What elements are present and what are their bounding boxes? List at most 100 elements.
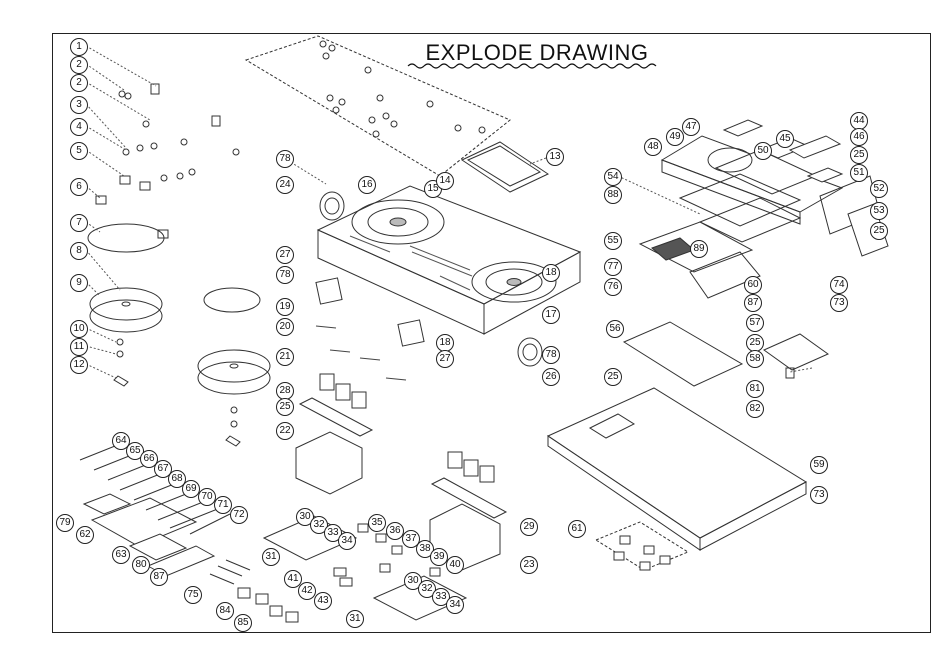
part-callout: 24 [276, 176, 294, 194]
left-platter-disc [87, 223, 165, 253]
part-callout: 80 [132, 556, 150, 574]
part-callout: 74 [830, 276, 848, 294]
part-callout: 88 [604, 186, 622, 204]
part-callout: 70 [198, 488, 216, 506]
part-callout: 5 [70, 142, 88, 160]
part-callout: 87 [150, 568, 168, 586]
part-callout: 34 [338, 532, 356, 550]
part-callout: 60 [744, 276, 762, 294]
part-callout: 82 [746, 400, 764, 418]
part-callout: 11 [70, 338, 88, 356]
part-callout: 51 [850, 164, 868, 182]
shield-tray [622, 321, 744, 387]
part-callout: 42 [298, 582, 316, 600]
part-callout: 47 [682, 118, 700, 136]
part-callout: 68 [168, 470, 186, 488]
part-callout: 12 [70, 356, 88, 374]
drawing-border [52, 33, 931, 633]
part-callout: 61 [568, 520, 586, 538]
part-callout: 54 [604, 168, 622, 186]
part-callout: 31 [346, 610, 364, 628]
part-callout: 25 [870, 222, 888, 240]
part-callout: 25 [850, 146, 868, 164]
part-callout: 7 [70, 214, 88, 232]
part-callout: 25 [604, 368, 622, 386]
part-callout: 69 [182, 480, 200, 498]
part-callout: 49 [666, 128, 684, 146]
part-callout: 41 [284, 570, 302, 588]
part-callout: 8 [70, 242, 88, 260]
part-callout: 36 [386, 522, 404, 540]
part-callout: 78 [542, 346, 560, 364]
left-jog-well [351, 199, 445, 245]
part-callout: 19 [276, 298, 294, 316]
part-callout: 57 [746, 314, 764, 332]
part-callout: 73 [830, 294, 848, 312]
part-callout: 16 [358, 176, 376, 194]
part-callout: 25 [276, 398, 294, 416]
right-jog-wheel [197, 349, 271, 383]
part-callout: 35 [368, 514, 386, 532]
right-speaker [517, 337, 543, 367]
bottom-housing [546, 387, 808, 539]
part-callout: 71 [214, 496, 232, 514]
part-callout: 37 [402, 530, 420, 548]
part-callout: 2 [70, 56, 88, 74]
part-callout: 27 [436, 350, 454, 368]
side-panel-left [295, 431, 363, 495]
part-callout: 6 [70, 178, 88, 196]
part-callout: 14 [436, 172, 454, 190]
part-callout: 76 [604, 278, 622, 296]
part-callout: 39 [430, 548, 448, 566]
part-callout: 44 [850, 112, 868, 130]
part-callout: 85 [234, 614, 252, 632]
part-callout: 87 [744, 294, 762, 312]
part-callout: 78 [276, 150, 294, 168]
lcd-display [460, 141, 550, 193]
part-callout: 81 [746, 380, 764, 398]
part-callout: 27 [276, 246, 294, 264]
part-callout: 45 [776, 130, 794, 148]
part-callout: 58 [746, 350, 764, 368]
part-callout: 26 [542, 368, 560, 386]
part-callout: 34 [446, 596, 464, 614]
part-callout: 79 [56, 514, 74, 532]
part-callout: 77 [604, 258, 622, 276]
right-jog-well [471, 261, 557, 303]
part-callout: 13 [546, 148, 564, 166]
part-callout: 67 [154, 460, 172, 478]
part-callout: 40 [446, 556, 464, 574]
part-callout: 55 [604, 232, 622, 250]
part-callout: 64 [112, 432, 130, 450]
drawing-title: EXPLODE DRAWING [425, 40, 649, 65]
part-callout: 29 [520, 518, 538, 536]
part-callout: 53 [870, 202, 888, 220]
part-callout: 78 [276, 266, 294, 284]
part-callout: 10 [70, 320, 88, 338]
title-underline [407, 63, 657, 69]
part-callout: 52 [870, 180, 888, 198]
part-callout: 18 [542, 264, 560, 282]
part-callout: 1 [70, 38, 88, 56]
part-callout: 89 [690, 240, 708, 258]
part-callout: 48 [644, 138, 662, 156]
part-callout: 20 [276, 318, 294, 336]
left-jog-wheel [89, 287, 163, 321]
part-callout: 73 [810, 486, 828, 504]
part-callout: 46 [850, 128, 868, 146]
part-callout: 21 [276, 348, 294, 366]
part-callout: 22 [276, 422, 294, 440]
part-callout: 72 [230, 506, 248, 524]
part-callout: 59 [810, 456, 828, 474]
part-callout: 3 [70, 96, 88, 114]
part-callout: 17 [542, 306, 560, 324]
part-callout: 63 [112, 546, 130, 564]
part-callout: 75 [184, 586, 202, 604]
part-callout: 31 [262, 548, 280, 566]
part-callout: 4 [70, 118, 88, 136]
rubber-feet-set [594, 521, 690, 571]
left-speaker [319, 191, 345, 221]
part-callout: 9 [70, 274, 88, 292]
part-callout: 50 [754, 142, 772, 160]
